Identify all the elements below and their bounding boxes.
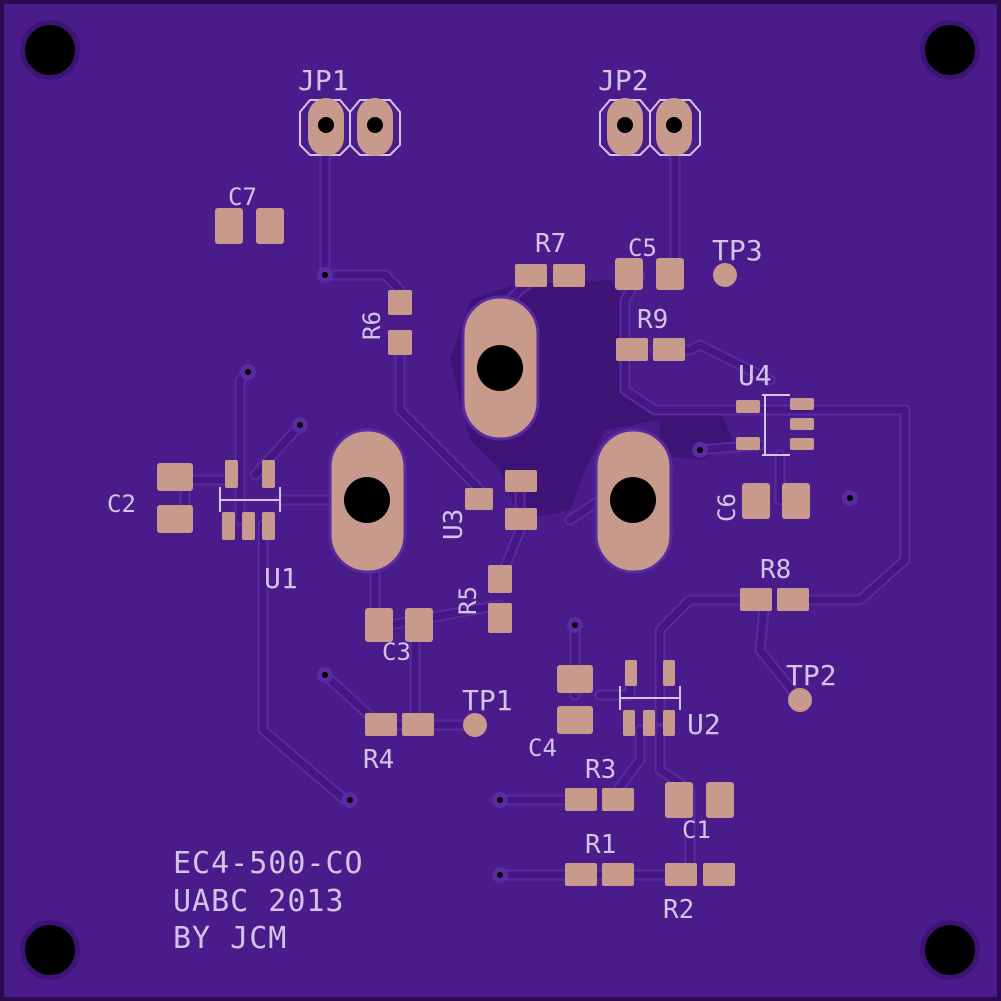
label-c6: C6 (713, 493, 741, 522)
label-r9: R9 (637, 305, 668, 335)
label-r4: R4 (363, 745, 394, 775)
oval-pads (328, 295, 673, 574)
label-u2: U2 (687, 708, 721, 741)
jp2-header (599, 98, 701, 156)
silk-outlines (219, 394, 790, 710)
board-text-line1: EC4-500-CO (173, 846, 364, 881)
label-r8: R8 (760, 555, 791, 585)
label-tp2: TP2 (786, 659, 837, 692)
label-jp1: JP1 (298, 64, 349, 97)
vias (240, 267, 858, 883)
label-r7: R7 (535, 229, 566, 259)
board-surface (4, 4, 997, 997)
label-r2: R2 (663, 895, 694, 925)
label-r6: R6 (358, 311, 386, 340)
label-tp3: TP3 (712, 234, 763, 267)
board-marking: EC4-500-CO UABC 2013 BY JCM (173, 846, 364, 956)
jumper-headers (299, 98, 701, 156)
smd-pads (157, 208, 814, 886)
test-points (463, 263, 812, 737)
label-r3: R3 (585, 755, 616, 785)
label-c3: C3 (382, 638, 411, 666)
label-c7: C7 (228, 183, 257, 211)
label-tp1: TP1 (462, 684, 513, 717)
board-text-line3: BY JCM (173, 921, 287, 956)
label-r1: R1 (585, 830, 616, 860)
jp1-header (299, 98, 401, 156)
label-jp2: JP2 (598, 64, 649, 97)
board-text-line2: UABC 2013 (173, 884, 345, 919)
label-u1: U1 (264, 562, 298, 595)
mounting-holes (20, 20, 980, 980)
label-c4: C4 (528, 734, 557, 762)
label-r5: R5 (454, 586, 482, 615)
label-u4: U4 (738, 359, 772, 392)
label-c1: C1 (682, 816, 711, 844)
label-c5: C5 (628, 234, 657, 262)
label-u3: U3 (439, 509, 469, 540)
label-c2: C2 (107, 490, 136, 518)
designator-labels: JP1 JP2 C7 R6 R7 C5 TP3 R9 U4 C2 U1 U3 C… (107, 64, 837, 925)
